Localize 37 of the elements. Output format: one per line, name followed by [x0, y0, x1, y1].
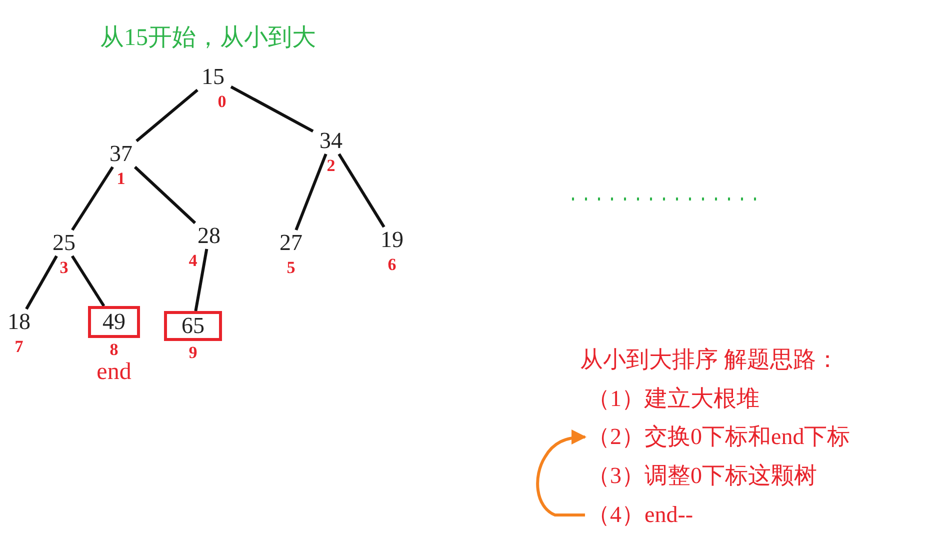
- tree-line: [71, 166, 114, 231]
- index-number: 1: [116, 169, 126, 189]
- index-number: 8: [108, 340, 120, 360]
- value-text: 37: [103, 141, 139, 167]
- highlighted-value: 49: [88, 306, 140, 338]
- highlighted-value: 65: [164, 311, 222, 341]
- index-number: 6: [386, 255, 398, 275]
- tree-line: [70, 255, 106, 307]
- value-text: 25: [46, 230, 82, 256]
- step-text: （1）建立大根堆: [587, 385, 760, 413]
- step-text: （2）交换0下标和end下标: [587, 420, 850, 454]
- index-number: 7: [14, 337, 24, 357]
- tree-line: [25, 255, 58, 310]
- value-text: 27: [273, 230, 309, 256]
- index-number: 0: [216, 92, 228, 112]
- tree-line: [338, 153, 386, 228]
- value-text: 18: [2, 309, 36, 335]
- index-number: 2: [326, 156, 336, 176]
- tree-line: [194, 248, 208, 312]
- tree-line: [230, 85, 314, 133]
- value-text: 34: [313, 128, 349, 154]
- curved-arrow: [536, 430, 586, 516]
- value-text: 19: [374, 227, 410, 253]
- step-text: （4）end--: [587, 498, 694, 532]
- value-text: 28: [191, 223, 227, 249]
- index-number: 5: [286, 258, 296, 278]
- index-number: 3: [58, 258, 70, 278]
- step-text: （3）调整0下标这颗树: [587, 462, 817, 490]
- value-text: 15: [195, 64, 231, 90]
- tree-line: [136, 88, 198, 142]
- heading-text: 从小到大排序 解题思路：: [580, 346, 839, 374]
- tree-line: [134, 166, 196, 224]
- tree-line: [294, 153, 328, 231]
- index-number: 4: [188, 251, 198, 271]
- title: 从15开始，从小到大: [100, 24, 316, 53]
- end-marker: end: [96, 358, 132, 386]
- index-number: 9: [188, 343, 198, 363]
